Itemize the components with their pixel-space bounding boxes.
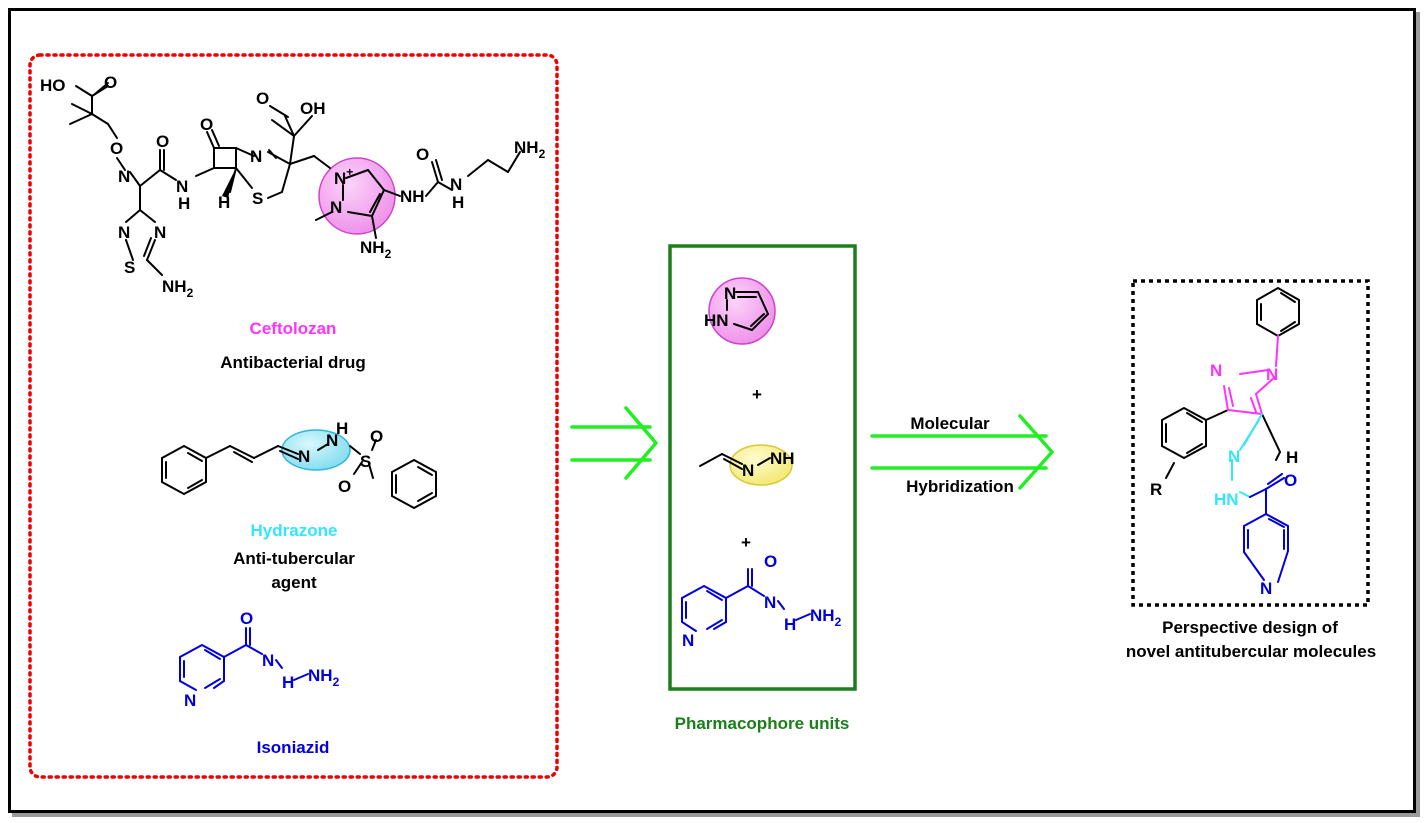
atom-N-hz2: N xyxy=(326,431,338,450)
ceftolozan-structure xyxy=(69,82,521,276)
atom-NH2-2: NH2 xyxy=(360,238,392,261)
design-caption-line1: Perspective design of xyxy=(1162,618,1338,637)
plus-sign-1: + xyxy=(752,385,762,404)
hydrazone-atoms: N N H S O O xyxy=(298,419,383,496)
atom-O-1: O xyxy=(104,73,117,92)
atom-OH-1: OH xyxy=(300,99,326,118)
atom-Nplus: N+ xyxy=(334,165,353,188)
atom-N-dm1: N xyxy=(1210,361,1222,380)
atom-N-4: N xyxy=(250,147,262,166)
designed-molecule-atoms: N N H R N HN O N xyxy=(1150,361,1298,598)
atom-H-inz1: H xyxy=(282,673,294,692)
atom-O-5: O xyxy=(256,89,269,108)
atom-O-hz1: O xyxy=(370,427,383,446)
hybridization-arrow xyxy=(870,414,1054,490)
atom-R: R xyxy=(1150,480,1162,499)
atom-O-inz2: O xyxy=(764,552,777,571)
atom-N-dm2: N xyxy=(1266,365,1278,384)
atom-N-3: N xyxy=(154,223,166,242)
atom-N-dm4: N xyxy=(1260,579,1272,598)
atom-H-amide: H xyxy=(178,194,190,213)
atom-N-5: N xyxy=(330,198,342,217)
pyrazole-structure xyxy=(726,291,769,331)
atom-O-hz2: O xyxy=(338,477,351,496)
pharmacophore-title: Pharmacophore units xyxy=(675,714,850,733)
atom-N-amide: N xyxy=(176,177,188,196)
hydrazone-unit-highlight xyxy=(729,444,793,486)
atom-O-6: O xyxy=(416,145,429,164)
retrosynthesis-arrow xyxy=(570,406,658,480)
pharmacophore-box xyxy=(668,244,857,691)
atom-HO-1: HO xyxy=(40,76,66,95)
hydrazone-highlight xyxy=(281,429,351,471)
atom-N-dm3: N xyxy=(1228,447,1240,466)
atom-NH-hu: NH xyxy=(770,449,795,468)
atom-N-pz1: N xyxy=(724,284,736,303)
ceftolozan-atoms: HO O O N O N H N N S NH2 O N H S O OH N+… xyxy=(40,73,546,300)
atom-S-hz: S xyxy=(360,452,371,471)
wedge-bond xyxy=(222,168,236,198)
plus-sign-2: + xyxy=(741,533,751,552)
atom-H-dm: H xyxy=(1286,448,1298,467)
atom-HN-dm: HN xyxy=(1214,490,1239,509)
atom-H-1: H xyxy=(218,193,230,212)
isoniazid-atoms-middle: N O N H NH2 xyxy=(682,552,842,650)
arrow-label-molecular: Molecular xyxy=(910,414,990,433)
ceftolozan-description: Antibacterial drug xyxy=(220,353,365,372)
atom-N-hz1: N xyxy=(298,447,310,466)
hydrazone-unit-atoms: N NH xyxy=(742,449,795,480)
atom-N-inz4: N xyxy=(764,593,776,612)
atom-H-inz2: H xyxy=(784,615,796,634)
atom-O-inz1: O xyxy=(240,609,253,628)
atom-NH2-1: NH2 xyxy=(162,277,194,300)
isoniazid-structure-middle xyxy=(681,568,811,632)
atom-N-inz2: N xyxy=(262,651,274,670)
atom-S-2: S xyxy=(252,189,263,208)
left-panel-box xyxy=(28,53,559,779)
arrow-label-hybridization: Hybridization xyxy=(906,477,1014,496)
hydrazone-structure xyxy=(161,439,437,510)
ceftolozan-name: Ceftolozan xyxy=(250,319,337,338)
atom-N-2: N xyxy=(118,223,130,242)
atom-HN-pz: HN xyxy=(704,311,729,330)
hydrazone-description-line2: agent xyxy=(271,573,317,592)
atom-N-inz1: N xyxy=(184,691,196,710)
atom-O-4: O xyxy=(200,115,213,134)
hydrazone-name: Hydrazone xyxy=(251,521,338,540)
atom-S-1: S xyxy=(124,258,135,277)
atom-O-2: O xyxy=(110,139,123,158)
isoniazid-name: Isoniazid xyxy=(257,738,330,757)
design-caption-line2: novel antitubercular molecules xyxy=(1126,642,1376,661)
pyrazole-atoms: N HN xyxy=(704,284,736,330)
atom-N-1: N xyxy=(118,167,130,186)
atom-O-dm: O xyxy=(1284,471,1297,490)
hydrazone-description-line1: Anti-tubercular xyxy=(233,549,355,568)
design-box xyxy=(1131,279,1370,607)
atom-NH-1: NH xyxy=(400,187,425,206)
isoniazid-structure-left xyxy=(179,627,309,691)
atom-N-hu: N xyxy=(742,461,754,480)
atom-H-2: H xyxy=(452,193,464,212)
atom-N-inz3: N xyxy=(682,631,694,650)
atom-NH2-inz2: NH2 xyxy=(810,606,842,629)
pyrazolium-highlight xyxy=(318,157,396,235)
isoniazid-atoms-left: N O N H NH2 xyxy=(184,609,340,710)
atom-NH2-3: NH2 xyxy=(514,138,546,161)
atom-NH2-inz1: NH2 xyxy=(308,666,340,689)
atom-H-hz: H xyxy=(336,419,348,438)
atom-O-3: O xyxy=(156,132,169,151)
hydrazone-unit-structure xyxy=(699,453,771,470)
atom-N-6: N xyxy=(450,175,462,194)
designed-molecule-structure xyxy=(1161,286,1300,583)
